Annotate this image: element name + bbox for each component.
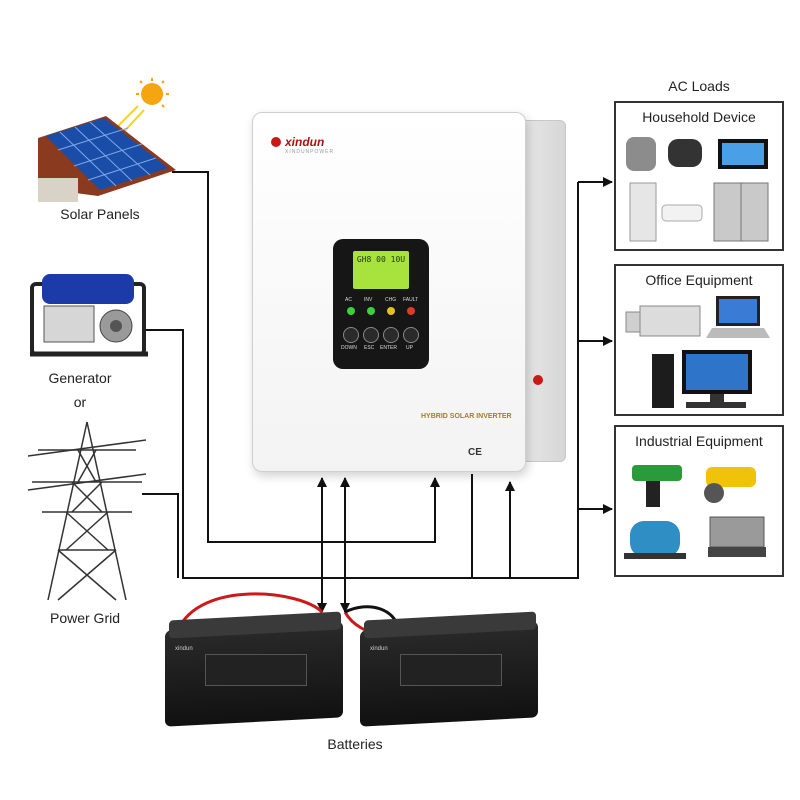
inverter-side-vent (520, 120, 566, 462)
batteries-label: Batteries (327, 736, 383, 752)
ac-loads-heading: AC Loads (668, 78, 730, 94)
generator-image (30, 266, 148, 362)
lcd-display: GH8 00 10U (353, 251, 409, 289)
battery-1-brand: xindun (175, 646, 193, 652)
down-label: DOWN (341, 345, 357, 351)
solar-panel-image (38, 78, 178, 202)
esc-button[interactable] (363, 327, 379, 343)
model-label: HYBRID SOLAR INVERTER (421, 413, 512, 420)
up-button[interactable] (403, 327, 419, 343)
office-equipment-icon (625, 296, 770, 408)
output-line (471, 182, 579, 579)
control-panel: GH8 00 10U AC INV CHG FAULT DOWN ESC ENT… (333, 239, 429, 369)
led-label-fault: FAULT (403, 297, 419, 303)
power-tower-icon (28, 421, 146, 601)
led-label-ac: AC (345, 297, 352, 303)
battery-2-brand: xindun (370, 646, 388, 652)
battery-1-label-panel (205, 654, 307, 686)
office-equipment-title: Office Equipment (645, 272, 753, 288)
solar-line (172, 171, 440, 543)
brand-logo-icon (271, 137, 281, 147)
industrial-equipment-title: Industrial Equipment (635, 433, 763, 449)
solar-panel-icon (38, 78, 176, 202)
industrial-equipment-icon (624, 465, 766, 559)
ac-led-icon (347, 307, 355, 315)
household-device-box: Household Device (614, 101, 784, 251)
power-switch-icon[interactable] (533, 375, 543, 385)
chg-led-icon (387, 307, 395, 315)
battery-2-label-panel (400, 654, 502, 686)
battery-2: xindun (360, 611, 538, 727)
brand-subtitle: XINDUNPOWER (285, 149, 335, 155)
fault-led-icon (407, 307, 415, 315)
enter-button[interactable] (383, 327, 399, 343)
power-grid-image (28, 420, 146, 602)
industrial-equipment-box: Industrial Equipment (614, 425, 784, 577)
led-label-chg: CHG (385, 297, 397, 303)
grid-line (142, 493, 179, 578)
hybrid-inverter: xindun XINDUNPOWER GH8 00 10U AC INV CHG… (252, 112, 543, 472)
enter-label: ENTER (380, 345, 397, 351)
battery-1: xindun (165, 611, 343, 727)
generator-label: Generator (48, 370, 112, 386)
esc-label: ESC (364, 345, 375, 351)
power-grid-label: Power Grid (49, 610, 121, 626)
or-label: or (73, 394, 87, 410)
up-label: UP (406, 345, 413, 351)
inv-led-icon (367, 307, 375, 315)
solar-panels-label: Solar Panels (60, 206, 140, 222)
generator-line (146, 329, 470, 579)
ce-mark: CE (468, 447, 482, 458)
led-label-inv: INV (364, 297, 373, 303)
household-appliances-icon (626, 137, 769, 242)
down-button[interactable] (343, 327, 359, 343)
brand-text: xindun (285, 135, 325, 149)
ac-input-line (470, 481, 515, 579)
generator-icon (30, 274, 148, 357)
office-equipment-box: Office Equipment (614, 264, 784, 416)
inverter-brand: xindun (271, 135, 324, 149)
household-device-title: Household Device (642, 109, 756, 125)
